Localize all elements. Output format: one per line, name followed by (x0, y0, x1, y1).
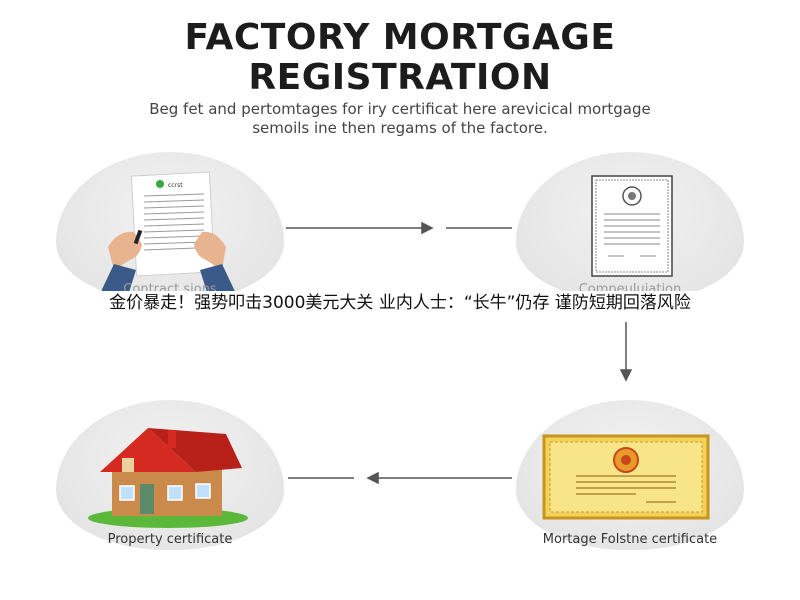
contract-document-icon: ccrst (96, 171, 240, 302)
arrow-left-icon (288, 471, 512, 485)
title-line-1: FACTORY MORTGAGE (184, 17, 616, 58)
subtitle-line-2: semoils ine then regams of the factore. (252, 119, 548, 137)
house-icon (88, 428, 248, 528)
title-line-2: REGISTRATION (248, 57, 552, 98)
arrow-right-icon (286, 221, 512, 235)
subtitle-line-1: Beg fet and pertomtages for iry certific… (149, 100, 651, 118)
page-title: FACTORY MORTGAGE REGISTRATION (0, 18, 800, 98)
step-label-mortgage: Mortage Folstne certificate (542, 532, 718, 547)
news-headline-overlay: 金价暴走！强势叩击3000美元大关 业内人士：“长牛”仍存 谨防短期回落风险 (0, 291, 800, 317)
step-verification-circle (516, 152, 744, 302)
official-certificate-icon (591, 175, 673, 277)
page-subtitle: Beg fet and pertomtages for iry certific… (0, 100, 800, 138)
arrow-down-icon (619, 322, 633, 382)
step-label-property: Property certificate (107, 532, 233, 547)
step-contract-circle: ccrst (56, 152, 284, 302)
document-header-text: ccrst (168, 182, 183, 189)
step-property-circle (56, 400, 284, 550)
gold-certificate-icon (542, 434, 710, 520)
step-mortgage-circle (516, 400, 744, 550)
